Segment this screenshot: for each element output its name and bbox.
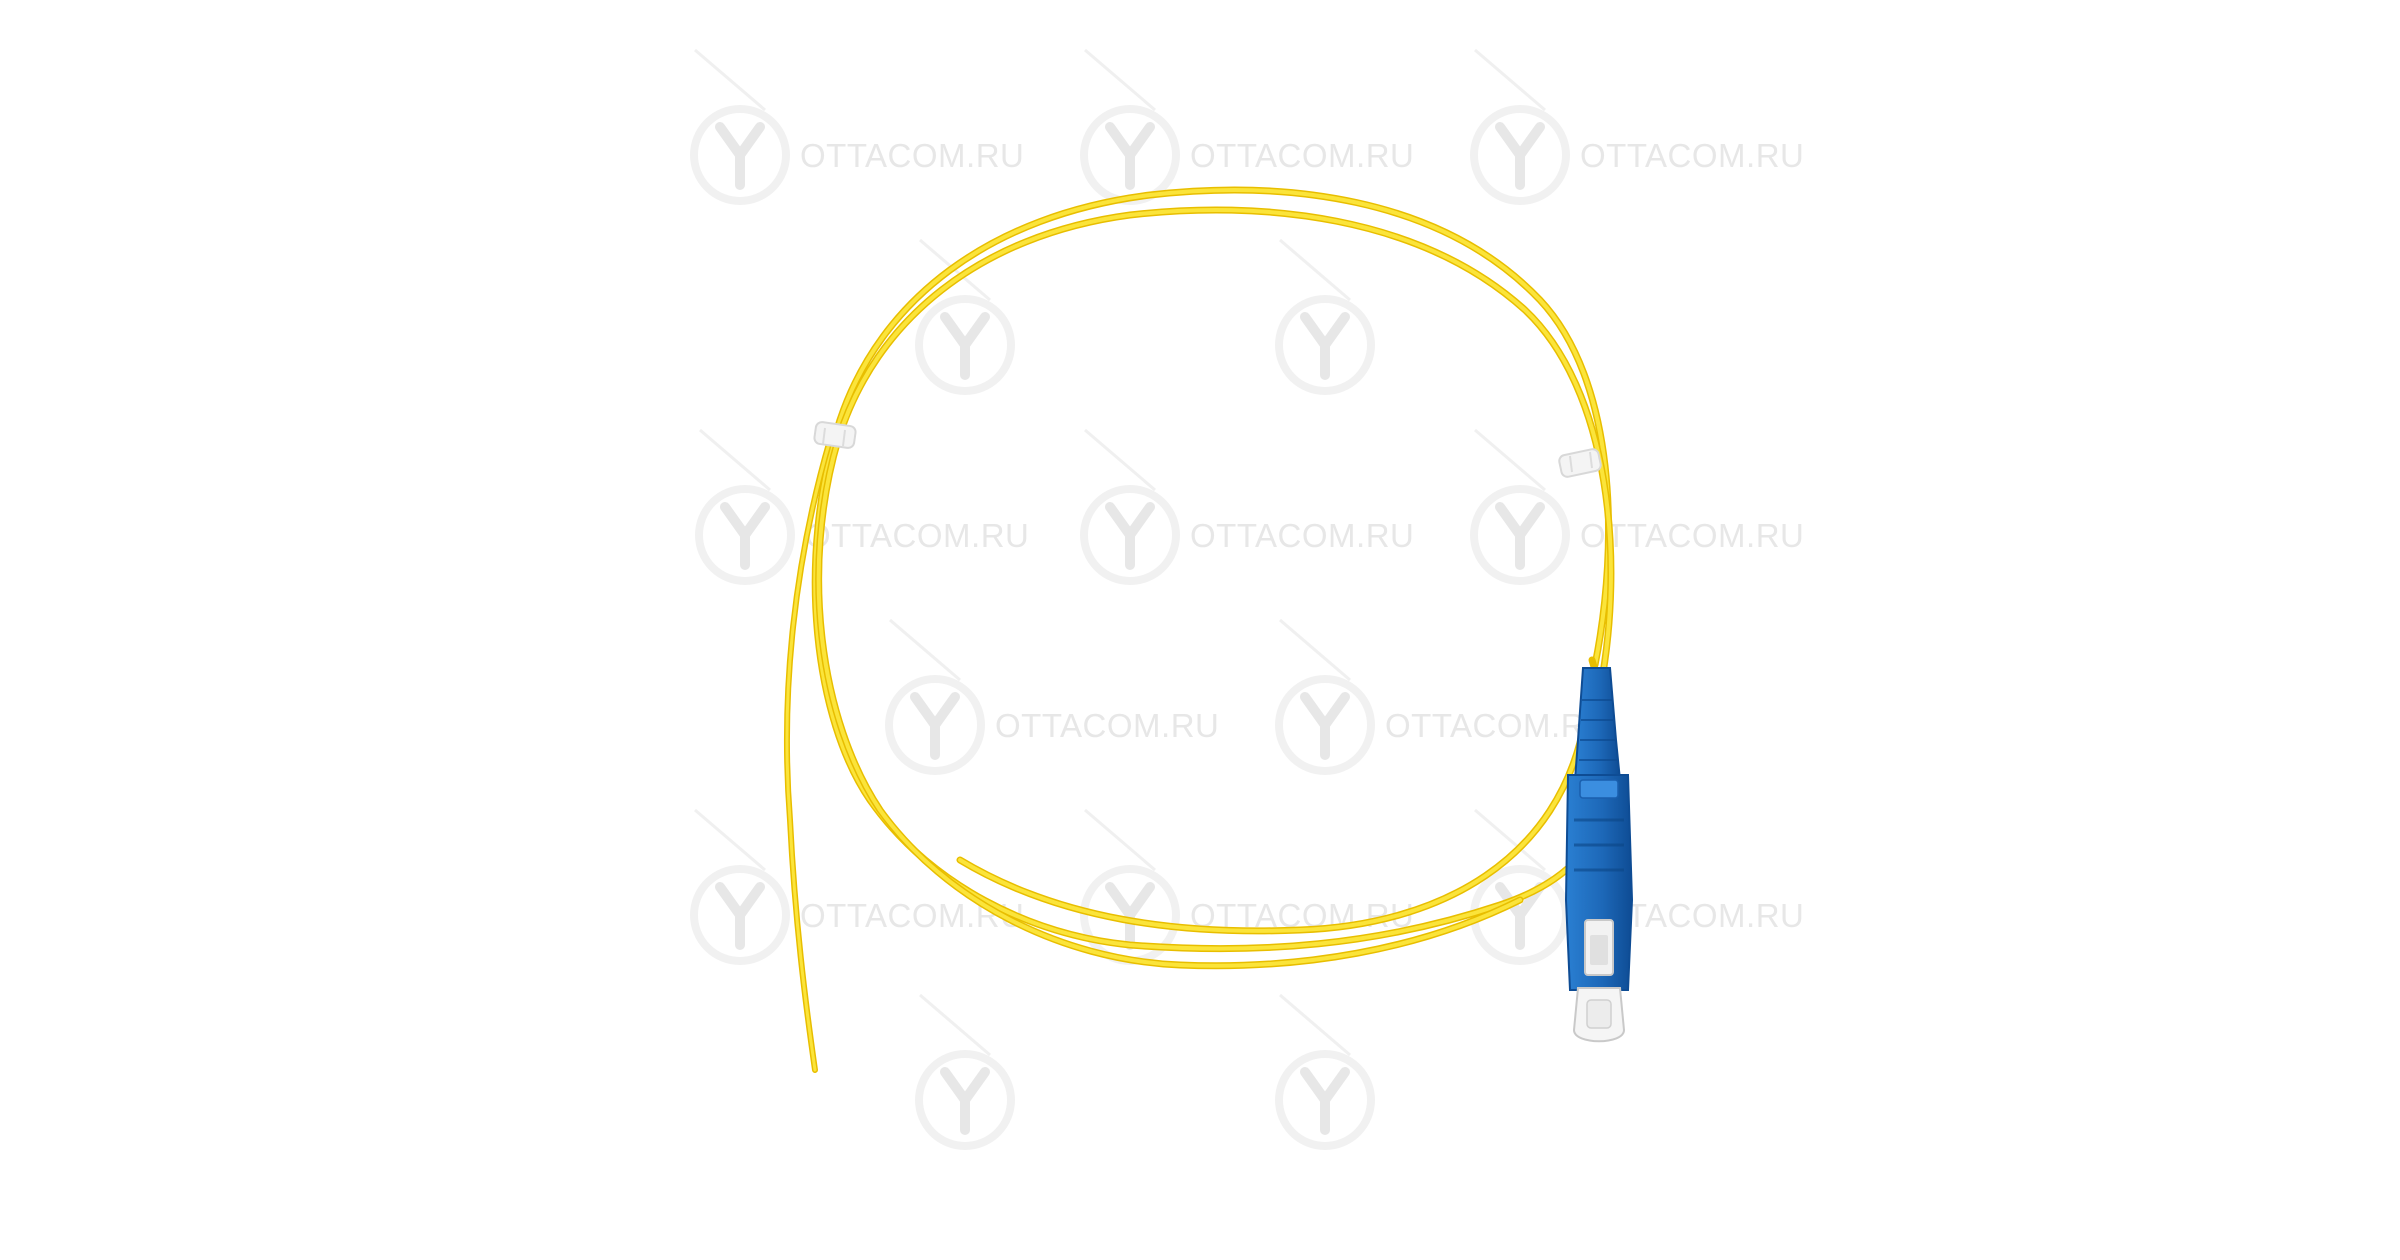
ottacom-y-logo-icon bbox=[1080, 105, 1180, 205]
watermark-stroke bbox=[1474, 48, 1546, 112]
ottacom-y-logo-icon bbox=[1275, 295, 1375, 395]
watermark-text: OTTACOM.RU bbox=[1190, 137, 1414, 174]
watermark-stroke bbox=[694, 808, 766, 872]
ottacom-y-logo-icon bbox=[690, 105, 790, 205]
ottacom-y-logo-icon bbox=[1275, 675, 1375, 775]
connector-boot bbox=[1573, 667, 1622, 781]
watermark-stroke bbox=[1474, 808, 1546, 872]
watermark-text: OTTACOM.RU bbox=[1190, 517, 1414, 554]
ottacom-y-logo-icon bbox=[690, 865, 790, 965]
sc-connector bbox=[1564, 667, 1634, 1043]
watermark-text: OTTACOM.RU bbox=[1385, 707, 1609, 744]
watermark-stroke bbox=[1084, 428, 1156, 492]
cable-loop-third-highlight bbox=[958, 718, 1587, 933]
watermark-stroke bbox=[1474, 428, 1546, 492]
watermark-stroke bbox=[1084, 48, 1156, 112]
watermark-stroke bbox=[1279, 618, 1351, 682]
connector-body bbox=[1564, 774, 1634, 991]
ottacom-y-logo-icon bbox=[1275, 1050, 1375, 1150]
watermark-text: OTTACOM.RU bbox=[995, 707, 1219, 744]
fiber-cable bbox=[783, 186, 1615, 1073]
cable-loop-inner-highlight bbox=[816, 208, 1613, 968]
watermark-stroke bbox=[1279, 993, 1351, 1057]
watermark-stroke bbox=[1084, 808, 1156, 872]
watermark-text: OTTACOM.RU bbox=[1580, 517, 1804, 554]
watermark-stroke bbox=[889, 618, 961, 682]
cable-free-end-highlight bbox=[785, 438, 832, 1072]
watermark-layer: OTTACOM.RU OTTACOM.RU OTTACOM.RU OTTACOM.RU… bbox=[690, 48, 1804, 1150]
watermark-stroke bbox=[919, 993, 991, 1057]
ottacom-y-logo-icon bbox=[915, 1050, 1015, 1150]
ottacom-y-logo-icon bbox=[1080, 485, 1180, 585]
watermark-text: OTTACOM.RU bbox=[805, 517, 1029, 554]
watermark-stroke bbox=[699, 428, 771, 492]
ottacom-y-logo-icon bbox=[885, 675, 985, 775]
watermark-text: OTTACOM.RU bbox=[1580, 137, 1804, 174]
ottacom-y-logo-icon bbox=[695, 485, 795, 585]
ottacom-y-logo-icon bbox=[915, 295, 1015, 395]
ottacom-y-logo-icon bbox=[1470, 485, 1570, 585]
watermark-text: OTTACOM.RU bbox=[800, 137, 1024, 174]
watermark-stroke bbox=[694, 48, 766, 112]
cable-tie-right bbox=[1558, 448, 1602, 478]
cable-loop-inner bbox=[815, 206, 1615, 970]
ottacom-y-logo-icon bbox=[1470, 105, 1570, 205]
cable-tie-left bbox=[813, 421, 857, 449]
watermark-stroke bbox=[1279, 238, 1351, 302]
connector-label-area bbox=[1579, 779, 1619, 799]
